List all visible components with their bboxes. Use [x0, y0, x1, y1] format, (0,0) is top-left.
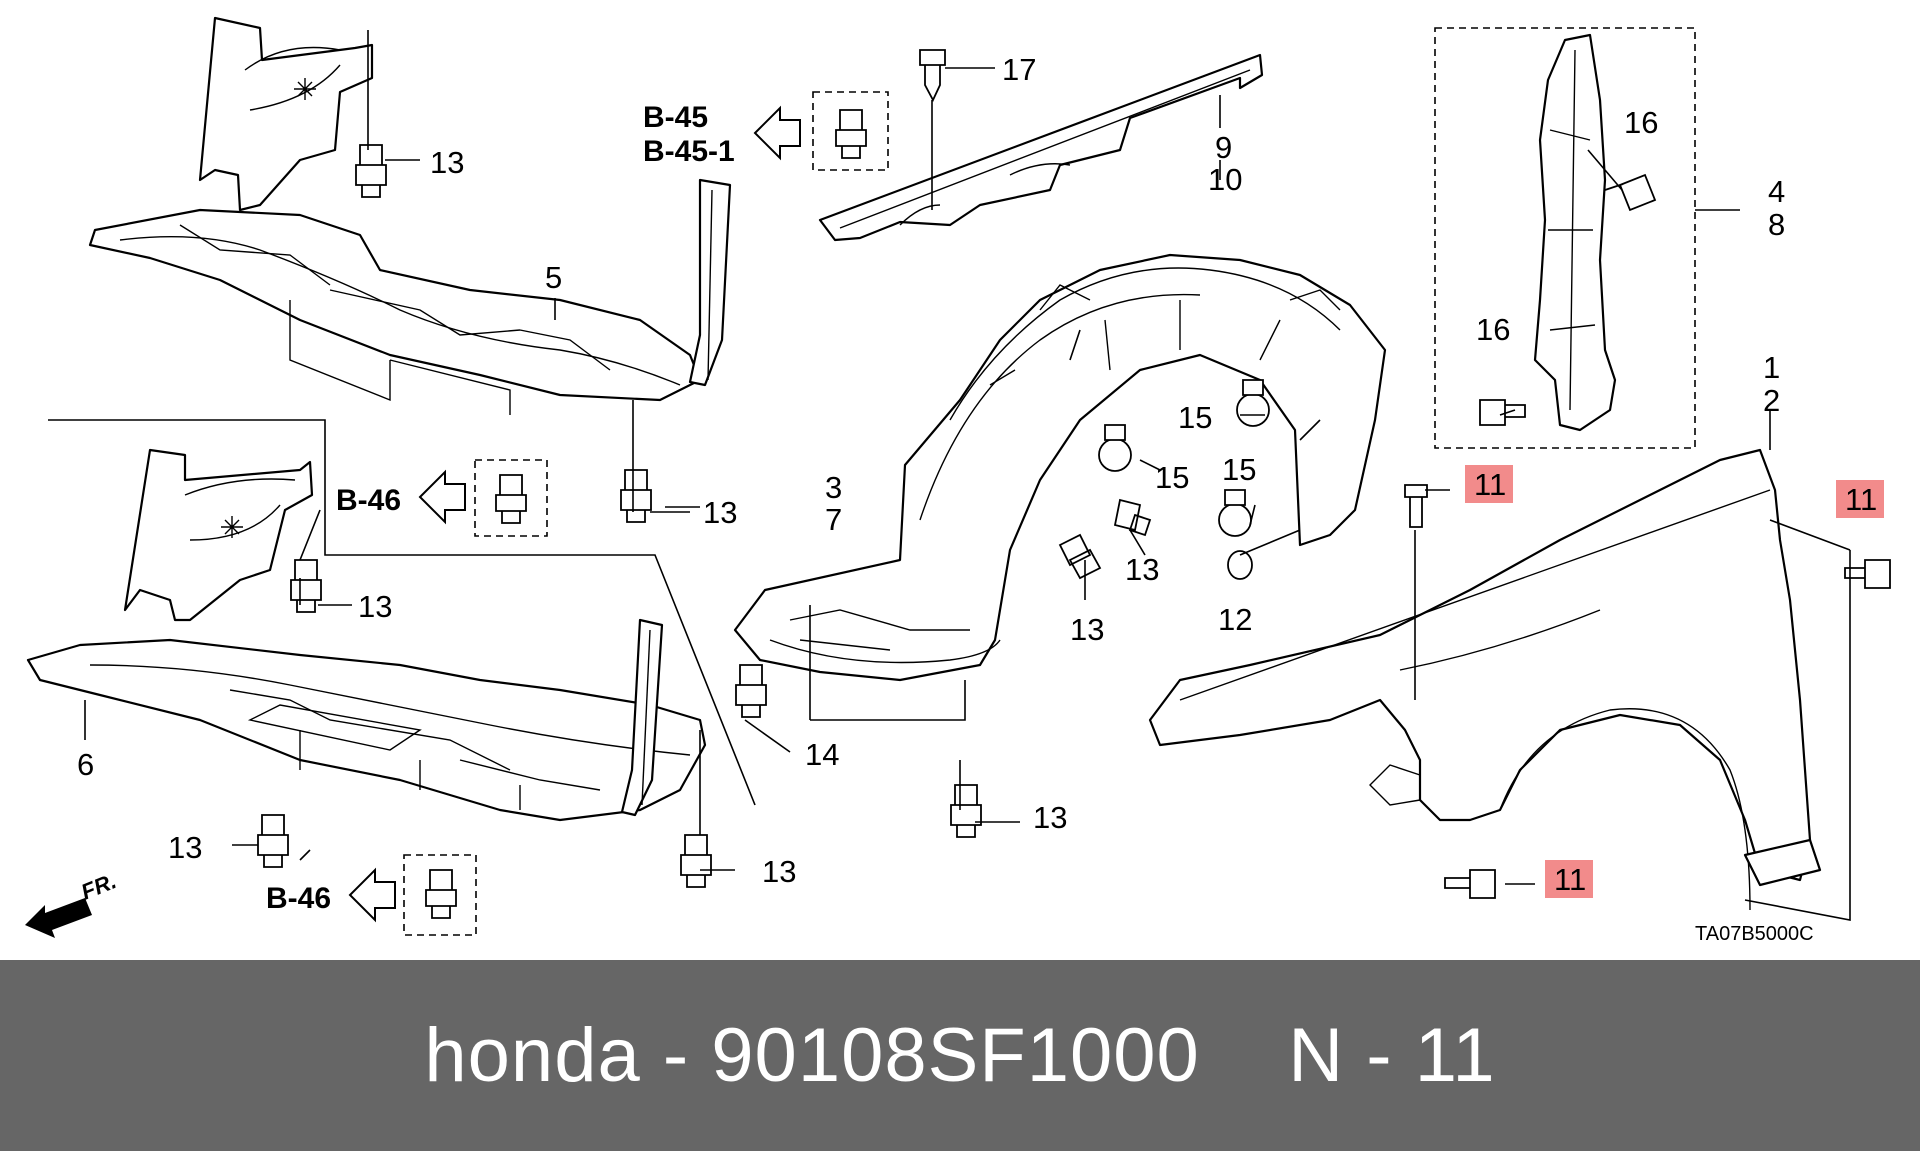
label-13-d: 13 [1070, 612, 1104, 647]
front-marker: FR. [78, 868, 120, 904]
parts-diagram: 17 13 5 13 9 10 16 4 8 16 1 2 15 15 15 1… [25, 16, 1891, 945]
label-3: 3 [825, 470, 842, 505]
label-12: 12 [1218, 602, 1252, 637]
label-15-a: 15 [1178, 400, 1212, 435]
label-11-c: 11 [1554, 862, 1586, 897]
label-7: 7 [825, 502, 842, 537]
highlight-11-b [1836, 480, 1884, 518]
label-6: 6 [77, 747, 94, 782]
fasteners [257, 49, 1891, 899]
bracket-group-box [1434, 27, 1696, 449]
label-10: 10 [1208, 162, 1242, 197]
label-13-h: 13 [762, 854, 796, 889]
label-11-b: 11 [1845, 482, 1877, 517]
group-separator-line [48, 419, 756, 806]
lower-undercover-part-6 [26, 448, 707, 822]
label-4: 4 [1768, 174, 1785, 209]
label-13-c: 13 [1125, 552, 1159, 587]
ref-number: 11 [1414, 1013, 1496, 1098]
label-13-e: 13 [358, 589, 392, 624]
ref-b46-lower: B-46 [266, 882, 331, 915]
ref-arrow-b45 [753, 105, 801, 161]
highlight-11-c [1545, 860, 1593, 898]
ref-separator: N - [1199, 1013, 1415, 1098]
ref-b46-upper: B-46 [336, 484, 401, 517]
label-14: 14 [805, 737, 839, 772]
highlight-11-a [1465, 465, 1513, 503]
ref-b45-1: B-45-1 [643, 135, 735, 168]
label-13-g: 13 [168, 830, 202, 865]
label-13-b: 13 [703, 495, 737, 530]
brand-name: honda [424, 1013, 641, 1098]
clip-detail-box-b46-upper [474, 459, 548, 537]
label-2: 2 [1763, 383, 1780, 418]
label-16-a: 16 [1624, 105, 1658, 140]
label-15-c: 15 [1222, 452, 1256, 487]
front-direction-arrow [25, 898, 92, 938]
upper-undercover-part-5 [88, 16, 732, 415]
label-16-b: 16 [1476, 312, 1510, 347]
leader-lines [84, 30, 1851, 921]
label-17: 17 [1002, 52, 1036, 87]
caption-text: honda - 90108SF1000 N - 11 [424, 1012, 1495, 1099]
label-11-a: 11 [1474, 467, 1506, 502]
caption-separator: - [640, 1013, 712, 1098]
label-9: 9 [1215, 130, 1232, 165]
fender-bracket-part-4-8 [1533, 33, 1617, 432]
caption-bar: honda - 90108SF1000 N - 11 [0, 960, 1920, 1151]
front-fender-part-1-2 [1148, 448, 1822, 911]
label-1: 1 [1763, 350, 1780, 385]
label-15-b: 15 [1155, 460, 1189, 495]
clip-detail-box-b46-lower [403, 854, 477, 936]
ref-arrow-b46-upper [418, 469, 466, 525]
ref-arrow-b46-lower [348, 867, 396, 923]
diagram-code: TA07B5000C [1695, 923, 1814, 945]
label-8: 8 [1768, 207, 1785, 242]
part-number: 90108SF1000 [711, 1013, 1200, 1098]
label-13-f: 13 [1033, 800, 1067, 835]
label-13-a: 13 [430, 145, 464, 180]
front-beam-part-9-10 [818, 53, 1264, 242]
inner-fender-part-3-7 [733, 253, 1387, 682]
label-5: 5 [545, 260, 562, 295]
ref-b45: B-45 [643, 101, 708, 134]
clip-detail-box-b45 [812, 91, 889, 171]
